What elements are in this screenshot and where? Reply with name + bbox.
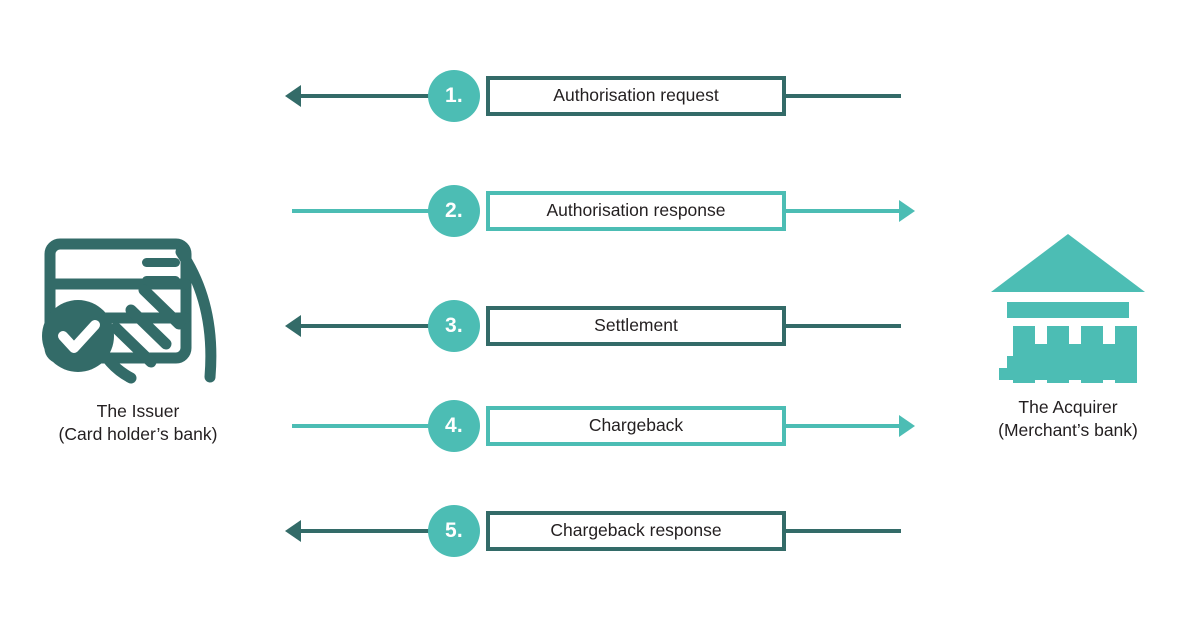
step-label-text: Authorisation response [546,200,726,221]
flow-rail-right [786,324,901,328]
step-number-badge: 5. [428,505,480,557]
actor-acquirer-subtitle: (Merchant’s bank) [998,420,1138,441]
flow-rail-left [292,529,455,533]
actor-acquirer-title: The Acquirer [1018,397,1118,417]
step-label-text: Authorisation request [553,85,719,106]
step-label-box: Authorisation response [486,191,786,231]
flow-step-row: 4. Chargeback [285,395,915,457]
actor-issuer: The Issuer (Card holder’s bank) [8,232,268,446]
step-number-badge: 1. [428,70,480,122]
arrow-right-icon [899,415,915,437]
step-label-box: Authorisation request [486,76,786,116]
arrow-left-icon [285,315,301,337]
flow-step-row: 3. Settlement [285,295,915,357]
actor-issuer-title: The Issuer [96,401,180,421]
step-label-text: Settlement [594,315,678,336]
flow-rail-right [786,424,901,428]
flow-rail-left [292,324,455,328]
actor-issuer-subtitle: (Card holder’s bank) [58,424,218,445]
flow-rail-left [292,94,455,98]
flow-rail-left [292,424,455,428]
flow-step-row: 2. Authorisation response [285,180,915,242]
flow-rail-left [292,209,455,213]
flow-step-row: 5. Chargeback response [285,500,915,562]
actor-issuer-caption: The Issuer (Card holder’s bank) [59,400,218,446]
flow-rail-right [786,529,901,533]
actor-acquirer: The Acquirer (Merchant’s bank) [938,228,1198,442]
flow-step-row: 1. Authorisation request [285,65,915,127]
step-label-box: Chargeback response [486,511,786,551]
step-number-badge: 2. [428,185,480,237]
step-label-text: Chargeback response [550,520,722,541]
step-label-box: Chargeback [486,406,786,446]
hand-holding-credit-card-with-check-icon [38,232,238,392]
arrow-right-icon [899,200,915,222]
step-number-badge: 4. [428,400,480,452]
flow-rail-right [786,209,901,213]
step-number-badge: 3. [428,300,480,352]
actor-acquirer-caption: The Acquirer (Merchant’s bank) [998,396,1138,442]
step-label-text: Chargeback [588,415,684,436]
flow-rail-right [786,94,901,98]
arrow-left-icon [285,520,301,542]
step-label-box: Settlement [486,306,786,346]
arrow-left-icon [285,85,301,107]
